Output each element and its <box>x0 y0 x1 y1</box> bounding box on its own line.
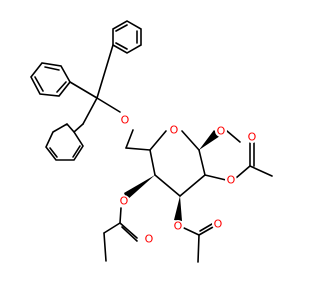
acetoxy-c3 <box>174 196 214 263</box>
acetoxy-c2-carbonyl-label: O <box>248 131 257 144</box>
ether-oxygen-label: O <box>121 114 130 127</box>
acetoxy-c3-carbonyl-label: O <box>214 218 223 231</box>
ring-oxygen-label: O <box>170 124 179 137</box>
structure-diagram: O O O O O O O O O <box>30 20 273 263</box>
atom-labels: O O O O O O O O O <box>118 114 258 246</box>
acetoxy-c3-oxygen-label: O <box>174 220 183 233</box>
acetoxy-c4 <box>103 175 155 262</box>
acetoxy-c2-oxygen-label: O <box>227 174 236 187</box>
molecule-svg: O O O O O O O O O <box>30 20 273 263</box>
pyranose-ring <box>149 130 206 197</box>
trityl-bonds <box>69 44 121 133</box>
phenyl-ring-c <box>45 122 84 161</box>
acetoxy-c2 <box>204 141 273 181</box>
acetoxy-c4-oxygen-label: O <box>120 195 129 208</box>
methylene-linker <box>125 129 151 151</box>
methoxy-group <box>199 130 241 150</box>
methoxy-oxygen-label: O <box>217 125 226 138</box>
phenyl-ring-a <box>112 20 142 54</box>
phenyl-ring-b <box>30 62 71 97</box>
acetoxy-c4-carbonyl-label: O <box>145 233 154 246</box>
